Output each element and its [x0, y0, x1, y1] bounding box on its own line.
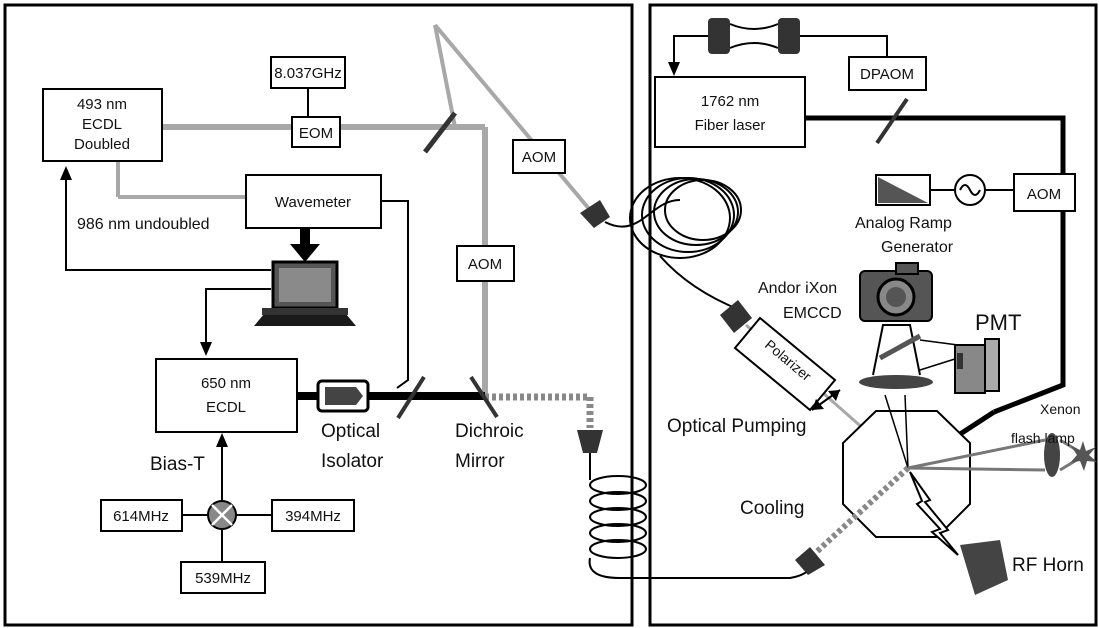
wavemeter-label: Wavemeter: [275, 194, 351, 211]
freq-394-label: 394MHz: [285, 508, 341, 525]
ramp-generator-line1: Analog Ramp: [855, 215, 952, 232]
bias-t-arrow: [216, 433, 228, 447]
rf-lightning-icon: [909, 471, 959, 556]
cooling-fiber-coupler: [795, 547, 825, 575]
feedback-line-493: [65, 178, 271, 271]
wavemeter-box: [245, 174, 382, 229]
polarization-arrow-head-1: [828, 390, 840, 401]
camera-line1: Andor iXon: [758, 280, 837, 297]
rf-mixer-icon: [182, 500, 272, 562]
dpaom-box: [848, 56, 927, 91]
feedback-arrow-493: [60, 166, 72, 180]
fiber-coupler-left: [577, 430, 603, 453]
ramp-icon: [878, 177, 928, 203]
cooling-beam: [808, 465, 911, 560]
laser-650-line2: ECDL: [206, 399, 246, 416]
pmt-icon: [954, 338, 1000, 394]
aom-box-1: [512, 139, 566, 174]
wavemeter-feed-line: [381, 200, 409, 389]
laser-493-box: [42, 88, 163, 162]
wavemeter-laptop-arrow: [290, 244, 320, 262]
imaging-path: [872, 324, 921, 376]
eom-label: EOM: [299, 125, 333, 142]
optical-isolator-icon: [316, 379, 370, 413]
fiber-coil-top: [604, 177, 742, 311]
eom-box: [291, 116, 341, 148]
cooling-label: Cooling: [740, 498, 804, 519]
xenon-flash-icon: [1070, 441, 1097, 471]
ramp-generator-line2: Generator: [881, 239, 954, 256]
laser-650-line1: 650 nm: [201, 375, 251, 392]
bias-t-label: Bias-T: [150, 454, 205, 475]
sine-wave-icon: [959, 184, 981, 196]
dpaom-label: DPAOM: [860, 66, 914, 83]
laser-650-box: [155, 358, 298, 433]
laser-493-line2: ECDL: [82, 116, 122, 133]
camera-icon: [859, 262, 933, 322]
pickoff-mirror: [396, 375, 426, 420]
fiber-laser-line1: 1762 nm: [701, 93, 759, 110]
pmt-label: PMT: [975, 310, 1021, 335]
xenon-lens: [1044, 433, 1060, 477]
combined-beam: [485, 393, 594, 428]
dichroic-mirror-line1: Dichroic: [455, 421, 524, 442]
optical-isolator-line2: Isolator: [321, 451, 384, 472]
left-panel-frame: [3, 3, 634, 627]
laser-493-line1: 493 nm: [77, 96, 127, 113]
laptop-650-arrow: [200, 342, 212, 356]
aom-label-2: AOM: [468, 256, 502, 273]
xenon-line2: flash lamp: [1011, 430, 1075, 446]
undoubled-label: 986 nm undoubled: [77, 216, 210, 233]
fiber-coupler-top: [580, 200, 610, 228]
imaging-beam-2: [904, 394, 909, 469]
xenon-beam-1: [907, 438, 1046, 470]
rf-horn-icon: [960, 540, 1008, 595]
dichroic-mirror-line2: Mirror: [455, 451, 505, 472]
freq-539-label: 539MHz: [195, 570, 251, 587]
optical-pumping-label: Optical Pumping: [667, 416, 806, 437]
dpaom-mirror: [875, 97, 909, 145]
right-panel-frame: [648, 3, 1098, 627]
freq-614-label: 614MHz: [113, 508, 169, 525]
cavity-feedback-line: [673, 35, 708, 64]
cavity-dpaom-line: [800, 35, 888, 57]
laser-493-line3: Doubled: [74, 136, 130, 153]
freq-614-box: [100, 499, 183, 532]
beam-1762: [805, 115, 1066, 415]
pmt-beam-1: [919, 339, 959, 346]
imaging-lens: [859, 375, 933, 389]
aom-box-2: [456, 245, 515, 282]
cavity-feedback-arrow: [668, 62, 680, 76]
beam-splitter-mirror: [423, 111, 457, 154]
aom-box-3: [1013, 173, 1076, 212]
imaging-beam-1: [884, 394, 909, 469]
xenon-beam-2: [907, 466, 1046, 472]
pmt-pickoff-mirror: [878, 333, 922, 361]
freq-8037-box: [270, 56, 346, 89]
aom-label-1: AOM: [522, 149, 556, 166]
pmt-beam-2: [919, 357, 959, 371]
aom-label-3: AOM: [1027, 186, 1061, 203]
optical-isolator-line1: Optical: [321, 421, 380, 442]
fiber-laser-line2: Fiber laser: [695, 117, 766, 134]
freq-394-box: [271, 499, 355, 532]
laptop-650-line: [205, 288, 271, 343]
rf-horn-label: RF Horn: [1012, 555, 1084, 576]
xenon-line1: Xenon: [1040, 401, 1080, 417]
freq-8037-label: 8.037GHz: [274, 65, 342, 82]
optical-cavity-icon: [708, 18, 800, 54]
dichroic-mirror-icon: [469, 375, 499, 419]
freq-539-box: [180, 561, 266, 594]
fiber-coupler-right: [720, 300, 752, 333]
fiber-laser-box: [654, 76, 806, 148]
polarization-arrow-head-2: [812, 399, 824, 410]
laptop-icon: [254, 260, 356, 326]
camera-line2: EMCCD: [783, 305, 842, 322]
polarizer-box: [733, 316, 837, 412]
